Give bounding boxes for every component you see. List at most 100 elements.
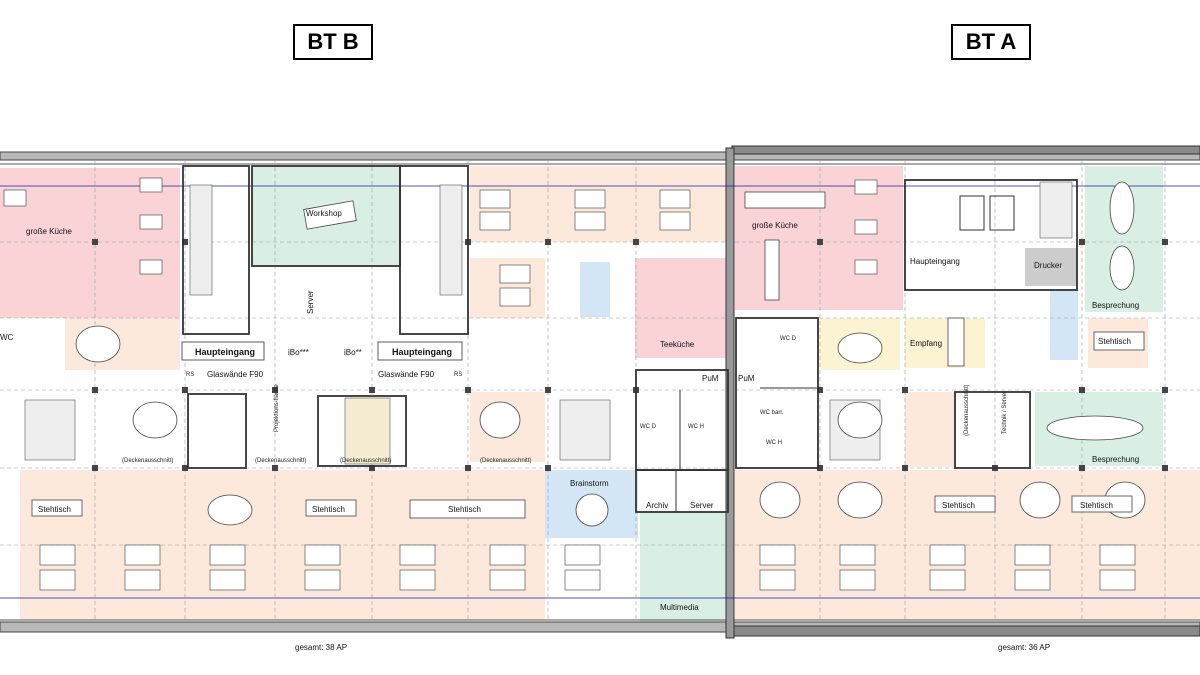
column [1079,387,1085,393]
blue-small-fill [580,262,610,317]
desk [854,179,878,195]
stair-core-left-1 [182,165,250,335]
desk [574,211,606,231]
desk [839,544,876,566]
label-ceiling-side: (Deckenausschnitt) [964,385,970,436]
elevator [959,195,985,231]
label-server-left: Server [306,290,315,314]
column [817,465,823,471]
label-meeting-1: Besprechung [1092,301,1139,310]
label-meeting-2: Besprechung [1092,455,1139,464]
label-wc-left: WC [0,333,14,342]
desk [39,544,76,566]
label-pum-2: PuM [738,374,755,383]
column [633,239,639,245]
standing-table [305,499,357,517]
kitchen-left-fill [0,168,180,318]
label-kitchen-right: große Küche [752,221,798,230]
desk [479,189,511,209]
round-table [837,401,883,439]
column [902,465,908,471]
stair-right [1039,181,1073,239]
long-table [744,191,826,209]
desk [854,259,878,275]
round-table [479,401,521,439]
desk [139,214,163,230]
desk [499,287,531,307]
stair-left-1 [189,184,213,296]
outer-wall-bottom [0,621,1200,633]
reception-fill [905,318,985,368]
standing-table [1071,495,1133,513]
elevator [989,195,1015,231]
desk [3,189,27,207]
label-tea-kitchen: Teeküche [660,340,695,349]
label-ceiling-1: (Deckenausschnitt) [122,458,173,464]
column [465,387,471,393]
label-standing-r2: Stehtisch [1080,501,1113,510]
round-table [837,332,883,364]
title-bt-b: BT B [293,24,373,60]
column [182,239,188,245]
column [1162,239,1168,245]
label-wc-barr: WC barr. [760,410,784,416]
label-ceiling-3: (Deckenausschnitt) [340,458,391,464]
column [465,465,471,471]
label-rs-2: RS [454,372,462,378]
desk [574,189,606,209]
column [369,465,375,471]
sanitary-mid-2 [735,317,819,469]
label-tech: Technik / Server [1002,391,1008,434]
column [1079,465,1085,471]
label-wc-d: WC D [640,424,657,430]
column [182,387,188,393]
meeting-table [1109,181,1135,235]
label-glass-2: Glaswände F90 [378,370,435,379]
desk [209,569,246,591]
desk [839,569,876,591]
round-table [207,494,253,526]
multimedia-fill [640,512,728,622]
column [817,387,823,393]
column [182,465,188,471]
desk [1014,544,1051,566]
labels: große Küche Workshop Server WC RS RS Hau… [0,209,1139,612]
outer-wall-top [0,151,1200,161]
entrance-box-2 [377,341,463,361]
label-server-mid: Server [690,501,714,510]
label-workshop: Workshop [306,209,342,218]
label-glass-1: Glaswände F90 [207,370,264,379]
standing-table [1093,331,1145,351]
desk [929,544,966,566]
label-entrance-2: Haupteingang [392,347,452,357]
label-projection: Projektions-fläche [274,384,280,432]
column [92,465,98,471]
standing-table [934,495,996,513]
sanitary-mid [635,369,729,471]
tea-kitchen-fill [635,258,728,358]
round-table [75,325,121,363]
desk [304,544,341,566]
label-pum-1: PuM [702,374,719,383]
desks [3,177,1136,591]
brick-top-right [731,145,1200,155]
core-lower-1 [187,393,247,469]
column [545,387,551,393]
separation-wall [725,147,735,639]
desk [564,544,601,566]
core-right [904,179,1078,291]
archive-server-wall [635,469,729,513]
total-left: gesamt: 38 AP [292,643,351,652]
brick-bottom-right [731,625,1200,637]
label-rs-1: RS [186,372,194,378]
desk [659,211,691,231]
desk [759,569,796,591]
label-standing-1: Stehtisch [38,505,71,514]
sanitary-details [675,195,1015,512]
desk [139,177,163,193]
desk [39,569,76,591]
stair-bottom-2 [559,399,611,461]
label-wc-d2: WC D [780,336,797,342]
label-ibo-2: iBo** [344,348,362,357]
